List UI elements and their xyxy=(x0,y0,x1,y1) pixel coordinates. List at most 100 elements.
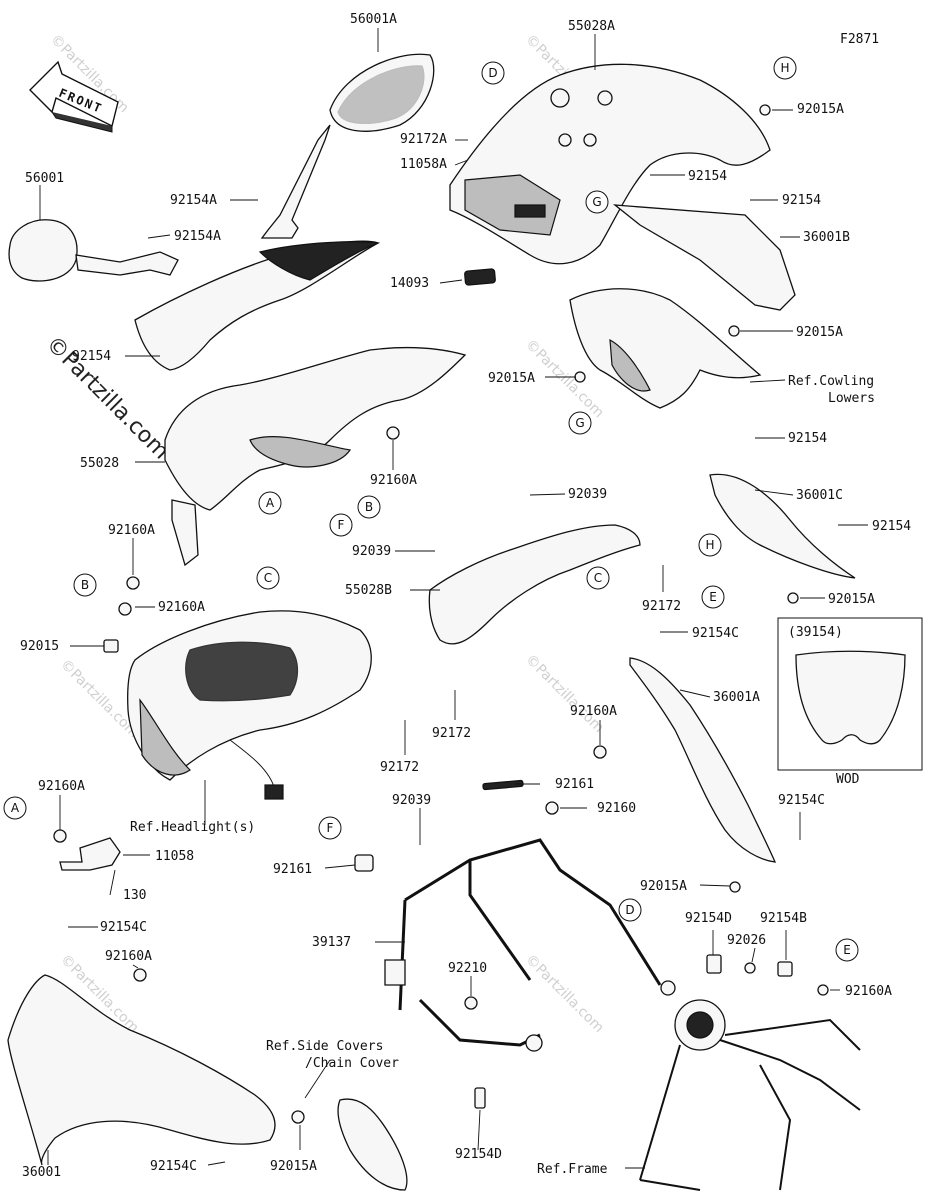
panel-36001A xyxy=(629,657,777,863)
svg-text:G: G xyxy=(592,195,601,209)
svg-text:A: A xyxy=(266,496,275,510)
part-label: 92015A xyxy=(488,371,535,386)
part-label: 36001 xyxy=(22,1165,61,1180)
watermark: ©Partzilla.com xyxy=(522,952,607,1037)
part-labels: 56001A 55028A 92015A 56001 92172A 11058A… xyxy=(20,12,911,1180)
svg-text:F: F xyxy=(327,821,334,835)
part-label: 11058A xyxy=(400,157,447,172)
windshield-39154 xyxy=(795,650,906,745)
callouts: D H G G A B F H C C B E A F D E xyxy=(3,56,859,962)
part-label: 92160 xyxy=(597,801,636,816)
svg-text:C: C xyxy=(264,571,272,585)
part-label: 92161 xyxy=(555,777,594,792)
svg-text:B: B xyxy=(81,578,89,592)
part-label: 55028B xyxy=(345,583,392,598)
part-label: 92154D xyxy=(455,1147,502,1162)
part-label: 39137 xyxy=(312,935,351,950)
part-label: 55028A xyxy=(568,19,615,34)
part-label: 92160A xyxy=(158,600,205,615)
main-cowl xyxy=(164,346,467,567)
lower-cowl-36001 xyxy=(7,974,276,1166)
part-label: Ref.Cowling xyxy=(788,374,874,389)
callout-C: C xyxy=(586,566,610,590)
svg-text:D: D xyxy=(625,903,634,917)
part-label: 92026 xyxy=(727,933,766,948)
part-label: 92154 xyxy=(788,431,827,446)
part-label: 130 xyxy=(123,888,146,903)
callout-H: H xyxy=(698,533,722,557)
part-label: 36001C xyxy=(796,488,843,503)
mirror-left xyxy=(8,219,179,282)
figure-code: F2871 xyxy=(840,32,879,47)
part-label: 92154D xyxy=(685,911,732,926)
part-label: 92160A xyxy=(108,523,155,538)
inset-title: (39154) xyxy=(788,625,843,640)
svg-text:A: A xyxy=(11,801,20,815)
watermark: ©Partzilla.com xyxy=(522,652,607,737)
svg-text:D: D xyxy=(488,66,497,80)
part-label: 92172 xyxy=(432,726,471,741)
part-label: 92154 xyxy=(688,169,727,184)
part-label: 92015A xyxy=(640,879,687,894)
part-label: 55028 xyxy=(80,456,119,471)
callout-C: C xyxy=(256,566,280,590)
part-label: 92154A xyxy=(174,229,221,244)
callout-A: A xyxy=(3,796,27,820)
part-label: 92154C xyxy=(778,793,825,808)
rubber-14093 xyxy=(464,268,496,286)
leader-lines xyxy=(39,28,868,1169)
part-label: Ref.Frame xyxy=(537,1162,608,1177)
callout-E: E xyxy=(835,938,859,962)
svg-text:B: B xyxy=(365,500,373,514)
mirror-right xyxy=(260,53,435,239)
part-label: 92154C xyxy=(150,1159,197,1174)
bracket-55028B xyxy=(428,524,641,645)
part-label: 92210 xyxy=(448,961,487,976)
callout-D: D xyxy=(481,61,505,85)
callout-F: F xyxy=(318,816,342,840)
part-label: 92161 xyxy=(273,862,312,877)
part-label: 92154 xyxy=(872,519,911,534)
svg-text:C: C xyxy=(594,571,602,585)
part-label: 92015A xyxy=(270,1159,317,1174)
panel-36001C xyxy=(709,473,856,579)
part-label: 92172 xyxy=(642,599,681,614)
part-label: Lowers xyxy=(828,391,875,406)
part-label: 92015A xyxy=(797,102,844,117)
part-label: 92172A xyxy=(400,132,447,147)
svg-text:E: E xyxy=(709,590,717,604)
part-label: 92154B xyxy=(760,911,807,926)
part-label: 92039 xyxy=(352,544,391,559)
part-label: 92154 xyxy=(72,349,111,364)
front-arrow-icon: FRONT xyxy=(29,60,119,133)
part-label: 92160A xyxy=(370,473,417,488)
headlight-assembly xyxy=(127,610,372,800)
svg-text:F: F xyxy=(338,518,345,532)
stay-39137 xyxy=(384,838,676,1052)
part-label: 11058 xyxy=(155,849,194,864)
part-label: 92039 xyxy=(392,793,431,808)
part-label: 92039 xyxy=(568,487,607,502)
part-label: 92160A xyxy=(845,984,892,999)
frame xyxy=(639,999,861,1191)
part-label: 92160A xyxy=(105,949,152,964)
callout-G: G xyxy=(568,411,592,435)
part-label: 92160A xyxy=(38,779,85,794)
callout-A: A xyxy=(258,491,282,515)
callout-E: E xyxy=(701,585,725,609)
inset-39154: (39154) WOD xyxy=(777,617,923,787)
part-label: 92154C xyxy=(100,920,147,935)
callout-H: H xyxy=(773,56,797,80)
inset-caption: WOD xyxy=(836,772,860,787)
part-label: Ref.Side Covers xyxy=(266,1039,383,1054)
svg-text:H: H xyxy=(705,538,714,552)
callout-G: G xyxy=(585,190,609,214)
part-label: /Chain Cover xyxy=(305,1056,399,1071)
inner-panel-55028A xyxy=(449,63,771,265)
part-label: 92154A xyxy=(170,193,217,208)
part-label: 36001A xyxy=(713,690,760,705)
bracket-11058 xyxy=(59,837,121,871)
panel-36001B xyxy=(612,204,796,311)
inner-cover-G xyxy=(569,288,762,409)
